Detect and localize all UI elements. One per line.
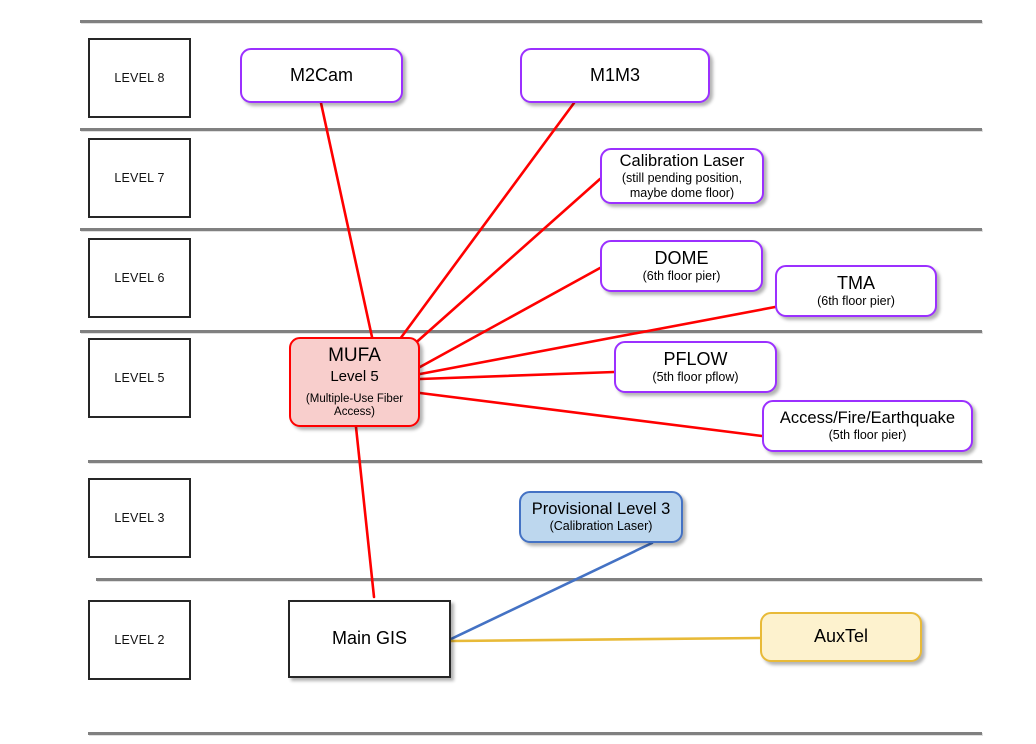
node-subtitle-line: (5th floor pflow) xyxy=(652,370,739,385)
sep-level-3-2 xyxy=(96,578,982,581)
node-subtitle: (Multiple-Use Fiber Access) xyxy=(291,393,418,420)
sep-below-level-2 xyxy=(88,732,982,735)
node-provisional-level-3[interactable]: Provisional Level 3(Calibration Laser) xyxy=(519,491,683,543)
node-auxtel[interactable]: AuxTel xyxy=(760,612,922,662)
node-subtitle: (5th floor pier) xyxy=(829,428,907,443)
sep-above-level-8 xyxy=(80,20,982,23)
node-subtitle: (6th floor pier) xyxy=(817,294,895,309)
node-subtitle-line: (6th floor pier) xyxy=(817,294,895,309)
node-title: Access/Fire/Earthquake xyxy=(779,409,956,428)
level-box-level-8: LEVEL 8 xyxy=(88,38,191,118)
level-box-level-3: LEVEL 3 xyxy=(88,478,191,558)
node-dome[interactable]: DOME(6th floor pier) xyxy=(600,240,763,292)
node-title: TMA xyxy=(837,273,875,294)
node-title: M1M3 xyxy=(589,64,640,85)
connector-m2cam-to-mufa xyxy=(319,101,374,339)
node-subtitle-line: maybe dome floor) xyxy=(629,185,735,200)
node-subtitle-line: (Calibration Laser) xyxy=(549,519,653,534)
level-label: LEVEL 8 xyxy=(114,71,165,85)
node-subtitle: (still pending position,maybe dome floor… xyxy=(622,171,742,200)
node-m2cam[interactable]: M2Cam xyxy=(240,48,403,103)
node-subtitle: (6th floor pier) xyxy=(643,269,721,284)
level-box-level-6: LEVEL 6 xyxy=(88,238,191,318)
node-subtitle: (Calibration Laser) xyxy=(550,519,653,534)
node-subtitle: (5th floor pflow) xyxy=(652,370,738,385)
connector-calibration-laser-to-mufa xyxy=(409,177,602,349)
level-label: LEVEL 2 xyxy=(114,633,165,647)
sep-level-6-5 xyxy=(80,330,982,333)
node-title: Calibration Laser xyxy=(619,151,745,170)
sep-level-5-3 xyxy=(88,460,982,463)
connector-main-gis-to-auxtel xyxy=(449,636,762,643)
level-label: LEVEL 7 xyxy=(114,171,165,185)
node-subtitle-line: (still pending position, xyxy=(621,171,743,186)
node-subtitle-line: (Multiple-Use Fiber Access) xyxy=(305,392,404,419)
node-main-gis[interactable]: Main GIS xyxy=(288,600,451,678)
node-access-fire-earthquake[interactable]: Access/Fire/Earthquake(5th floor pier) xyxy=(762,400,973,452)
node-title: Provisional Level 3 xyxy=(531,500,671,519)
node-subtitle-line: (5th floor pier) xyxy=(828,428,907,443)
node-level-text: Level 5 xyxy=(330,368,379,386)
node-tma[interactable]: TMA(6th floor pier) xyxy=(775,265,937,317)
level-box-level-5: LEVEL 5 xyxy=(88,338,191,418)
level-label: LEVEL 5 xyxy=(114,371,165,385)
level-box-level-2: LEVEL 2 xyxy=(88,600,191,680)
node-title: Main GIS xyxy=(331,628,408,649)
connector-access-fire-earthquake-to-mufa xyxy=(418,391,764,438)
level-box-level-7: LEVEL 7 xyxy=(88,138,191,218)
connector-dome-to-mufa xyxy=(418,266,602,369)
node-title: PFLOW xyxy=(663,349,728,370)
node-mufa[interactable]: MUFA Level 5 (Multiple-Use Fiber Access) xyxy=(289,337,420,427)
connector-m1m3-to-mufa xyxy=(398,101,576,341)
sep-level-8-7 xyxy=(80,128,982,131)
node-title: M2Cam xyxy=(289,64,353,85)
node-title: MUFA xyxy=(328,344,381,366)
connector-pflow-to-mufa xyxy=(418,370,616,381)
level-label: LEVEL 6 xyxy=(114,271,165,285)
node-m1m3[interactable]: M1M3 xyxy=(520,48,710,103)
connector-main-gis-to-provisional-level-3 xyxy=(449,541,654,641)
node-title: AuxTel xyxy=(813,626,869,647)
level-label: LEVEL 3 xyxy=(114,511,165,525)
node-pflow[interactable]: PFLOW(5th floor pflow) xyxy=(614,341,777,393)
sep-level-7-6 xyxy=(80,228,982,231)
node-calibration-laser[interactable]: Calibration Laser(still pending position… xyxy=(600,148,764,204)
node-title: DOME xyxy=(654,248,709,269)
connector-mufa-to-main-gis xyxy=(354,425,376,599)
node-subtitle-line: (6th floor pier) xyxy=(642,269,721,284)
